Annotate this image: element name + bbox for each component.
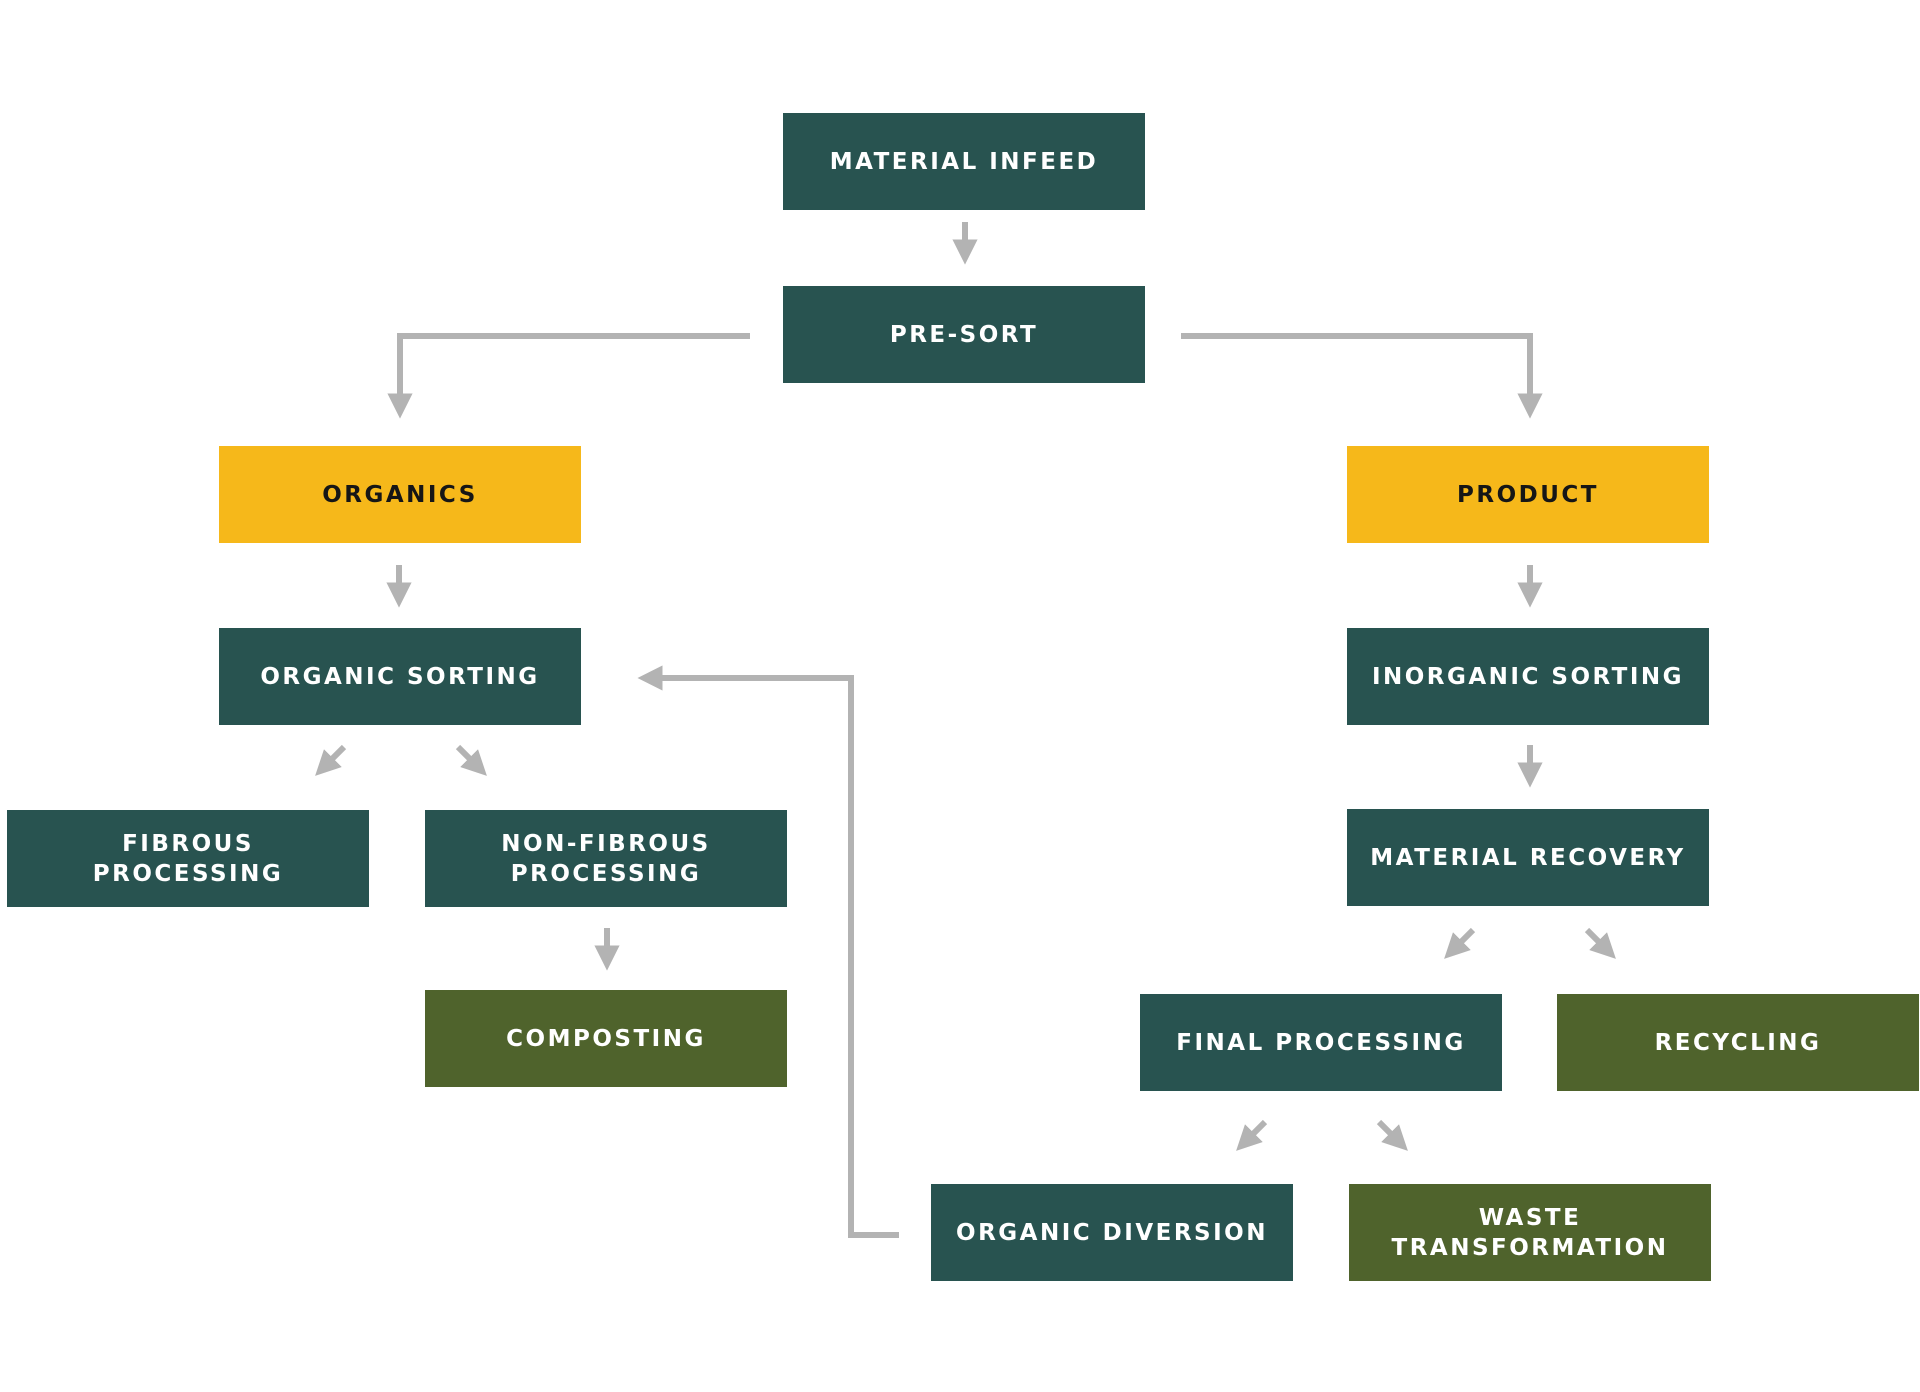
arrow-organic-sorting-to-non-fibrous — [455, 744, 487, 776]
arrow-presort-to-product — [1181, 333, 1543, 419]
node-fibrous-processing: FIBROUS PROCESSING — [7, 810, 369, 907]
node-organics: ORGANICS — [219, 446, 581, 543]
node-product: PRODUCT — [1347, 446, 1709, 543]
node-organic-diversion: ORGANIC DIVERSION — [931, 1184, 1293, 1281]
node-final-processing: FINAL PROCESSING — [1140, 994, 1502, 1091]
node-pre-sort: PRE-SORT — [783, 286, 1145, 383]
arrow-presort-to-organics — [387, 333, 750, 419]
arrow-material-recovery-to-final-processing — [1444, 927, 1476, 959]
arrow-material-recovery-to-recycling — [1584, 927, 1616, 959]
node-inorganic-sorting: INORGANIC SORTING — [1347, 628, 1709, 725]
arrow-final-processing-to-waste-transformation — [1376, 1119, 1408, 1151]
arrow-organic-sorting-to-fibrous — [315, 744, 347, 776]
node-material-infeed: MATERIAL INFEED — [783, 113, 1145, 210]
node-material-recovery: MATERIAL RECOVERY — [1347, 809, 1709, 906]
node-composting: COMPOSTING — [425, 990, 787, 1087]
node-non-fibrous-processing: NON-FIBROUS PROCESSING — [425, 810, 787, 907]
node-waste-transformation: WASTE TRANSFORMATION — [1349, 1184, 1711, 1281]
node-organic-sorting: ORGANIC SORTING — [219, 628, 581, 725]
arrow-organic-diversion-to-organic-sorting — [637, 665, 899, 1238]
arrow-final-processing-to-organic-diversion — [1236, 1119, 1268, 1151]
node-recycling: RECYCLING — [1557, 994, 1919, 1091]
